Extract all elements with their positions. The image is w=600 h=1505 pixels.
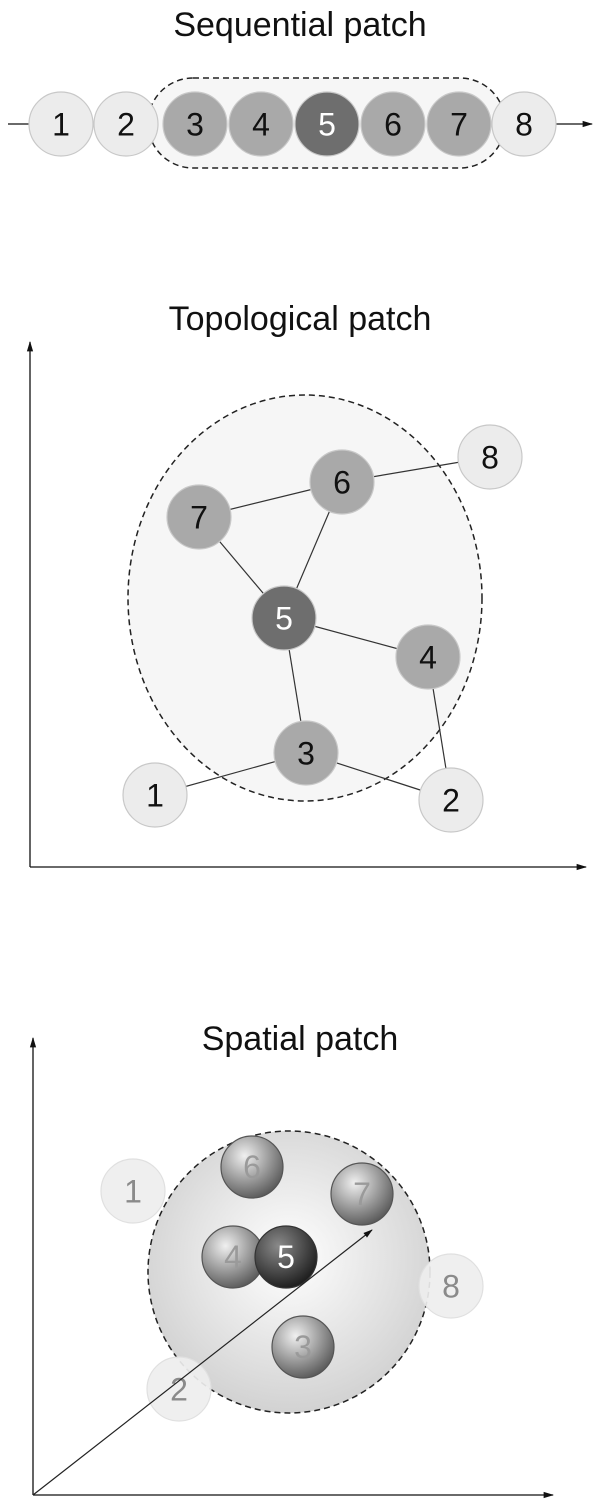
node-4: 4 xyxy=(228,91,294,157)
node-1-label: 1 xyxy=(52,107,70,143)
node-2-label: 2 xyxy=(170,1372,188,1408)
node-8-circle xyxy=(491,91,557,157)
node-8: 8 xyxy=(491,91,557,157)
node-7-circle xyxy=(166,484,232,550)
node-5: 5 xyxy=(254,1225,318,1289)
node-6-label: 6 xyxy=(333,465,351,501)
node-4: 4 xyxy=(395,624,461,690)
node-5-circle xyxy=(254,1225,318,1289)
node-5: 5 xyxy=(294,91,360,157)
node-2-circle xyxy=(418,767,484,833)
node-2-circle xyxy=(93,91,159,157)
topological-panel: Topological patch 1 2 3 4 5 6 7 8 xyxy=(0,280,600,900)
node-3-circle xyxy=(271,1315,335,1379)
node-1-circle xyxy=(100,1158,166,1224)
node-8: 8 xyxy=(457,424,523,490)
node-3: 3 xyxy=(162,91,228,157)
node-2-label: 2 xyxy=(442,783,460,819)
node-2-label: 2 xyxy=(117,107,135,143)
node-4-circle xyxy=(395,624,461,690)
spatial-title: Spatial patch xyxy=(201,1020,399,1058)
sequential-panel: Sequential patch 1 2 3 4 5 6 7 8 xyxy=(0,0,600,200)
node-6-circle xyxy=(309,449,375,515)
node-3: 3 xyxy=(273,720,339,786)
node-2-circle xyxy=(146,1356,212,1422)
node-6-circle xyxy=(220,1135,284,1199)
node-7: 7 xyxy=(426,91,492,157)
node-6-label: 6 xyxy=(243,1149,261,1185)
node-7-label: 7 xyxy=(353,1176,371,1212)
node-8-label: 8 xyxy=(481,440,499,476)
node-8-label: 8 xyxy=(442,1269,460,1305)
node-8: 8 xyxy=(418,1253,484,1319)
sequential-title: Sequential patch xyxy=(173,6,427,44)
node-3-label: 3 xyxy=(186,107,204,143)
node-6: 6 xyxy=(309,449,375,515)
node-5-circle xyxy=(251,585,317,651)
node-4-label: 4 xyxy=(224,1239,242,1275)
node-4-label: 4 xyxy=(419,640,437,676)
node-1-label: 1 xyxy=(124,1174,142,1210)
node-7: 7 xyxy=(330,1162,394,1226)
node-5-label: 5 xyxy=(275,601,293,637)
node-4-label: 4 xyxy=(252,107,270,143)
node-6-label: 6 xyxy=(384,107,402,143)
node-5-circle xyxy=(294,91,360,157)
node-8-circle xyxy=(457,424,523,490)
spatial-vector-arrow xyxy=(32,1229,373,1496)
node-3-label: 3 xyxy=(294,1329,312,1365)
node-7: 7 xyxy=(166,484,232,550)
node-4: 4 xyxy=(201,1225,265,1289)
node-1-circle xyxy=(28,91,94,157)
node-3-circle xyxy=(273,720,339,786)
topological-title: Topological patch xyxy=(168,300,432,338)
node-1-circle xyxy=(122,762,188,828)
node-2: 2 xyxy=(93,91,159,157)
node-6: 6 xyxy=(220,1135,284,1199)
node-7-label: 7 xyxy=(450,107,468,143)
node-1: 1 xyxy=(28,91,94,157)
node-7-circle xyxy=(426,91,492,157)
node-1: 1 xyxy=(122,762,188,828)
node-2: 2 xyxy=(418,767,484,833)
sequential-diagram: 1 2 3 4 5 6 7 8 xyxy=(8,77,594,169)
node-3-label: 3 xyxy=(297,736,315,772)
node-8-label: 8 xyxy=(515,107,533,143)
node-3-circle xyxy=(162,91,228,157)
node-4-circle xyxy=(228,91,294,157)
topological-diagram: 1 2 3 4 5 6 7 8 xyxy=(26,340,588,871)
node-5-label: 5 xyxy=(277,1239,295,1275)
node-7-label: 7 xyxy=(190,500,208,536)
node-6: 6 xyxy=(360,91,426,157)
node-6-circle xyxy=(360,91,426,157)
node-7-circle xyxy=(330,1162,394,1226)
node-2: 2 xyxy=(146,1356,212,1422)
node-1-label: 1 xyxy=(146,778,164,814)
node-5: 5 xyxy=(251,585,317,651)
node-5-label: 5 xyxy=(318,107,336,143)
node-1: 1 xyxy=(100,1158,166,1224)
node-3: 3 xyxy=(271,1315,335,1379)
node-8-circle xyxy=(418,1253,484,1319)
